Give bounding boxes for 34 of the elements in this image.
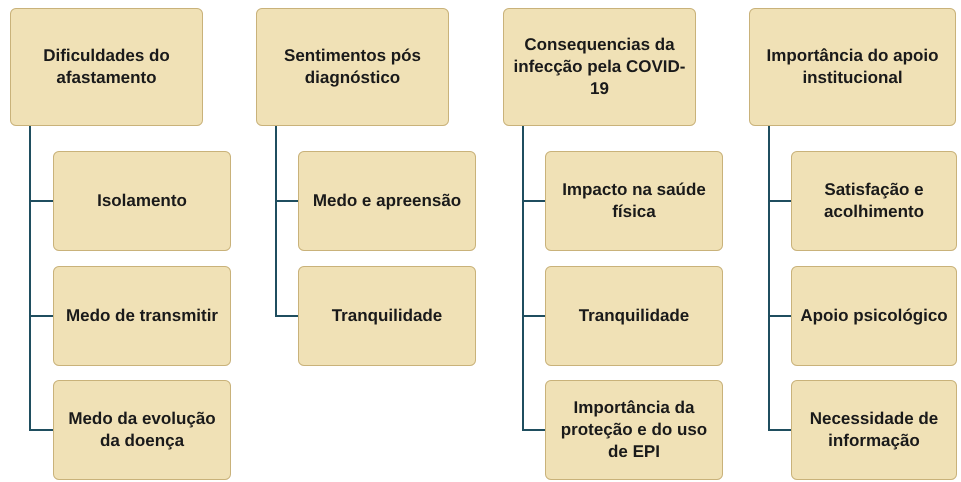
- box-label: Impacto na saúde física: [561, 179, 707, 223]
- text-box: [791, 266, 957, 366]
- text-box: [298, 151, 476, 251]
- box-label: Necessidade de informação: [808, 408, 940, 452]
- box-label: Dificuldades do afastamento: [42, 45, 171, 89]
- box-label: Tranquilidade: [578, 305, 690, 327]
- box-label: Medo da evolução da doença: [67, 408, 217, 452]
- connector-line: [522, 126, 545, 431]
- box-label: Medo e apreensão: [312, 190, 462, 212]
- text-box: [791, 380, 957, 480]
- text-box: [256, 8, 449, 126]
- text-box: [545, 266, 723, 366]
- box-label: Isolamento: [97, 190, 187, 212]
- text-box: [10, 8, 203, 126]
- box-label: Importância do apoio institucional: [766, 45, 940, 89]
- text-box: [503, 8, 696, 126]
- box-label: Apoio psicológico: [800, 305, 948, 327]
- text-box: [749, 8, 956, 126]
- box-label: Satisfação e acolhimento: [822, 179, 926, 223]
- text-box: [53, 380, 231, 480]
- box-label: Sentimentos pós diagnóstico: [283, 45, 422, 89]
- text-box: [298, 266, 476, 366]
- text-box: [791, 151, 957, 251]
- text-box: [53, 151, 231, 251]
- connector-line: [275, 126, 298, 317]
- text-box: [545, 151, 723, 251]
- connector-line: [768, 126, 791, 431]
- box-label: Tranquilidade: [332, 305, 442, 327]
- text-box: [545, 380, 723, 480]
- box-label: Consequencias da infecção pela COVID-19: [512, 34, 686, 100]
- box-label: Importância da proteção e do uso de EPI: [560, 397, 708, 463]
- box-label: Medo de transmitir: [66, 305, 218, 327]
- connector-line: [29, 126, 53, 431]
- text-box: [53, 266, 231, 366]
